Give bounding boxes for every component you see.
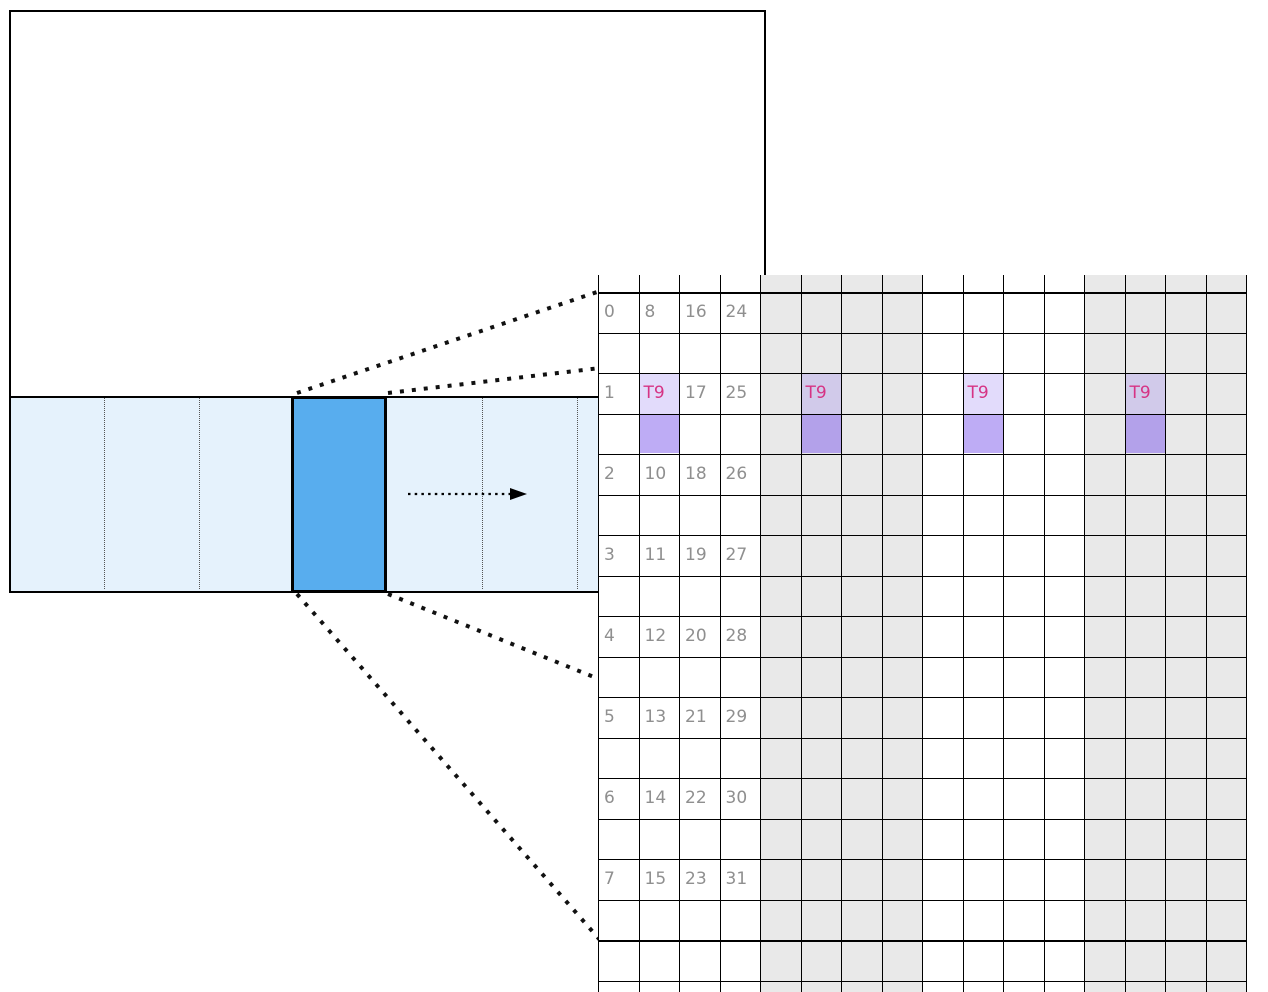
thread-number: 16 [685,302,707,322]
thread-number: 19 [685,545,707,565]
thread-number: 29 [725,707,748,727]
grid-line-vertical [841,275,842,992]
grid-line-horizontal [598,373,1246,374]
grid-line-vertical [962,275,964,992]
grid-line-vertical [1124,275,1126,992]
thread-number: 0 [604,302,615,322]
strip-divider [482,398,483,589]
thread-number: 24 [725,302,748,322]
thread-number: 8 [644,302,656,322]
grid-line-horizontal [598,575,1246,577]
thread-number: 12 [644,626,667,646]
grid-line-vertical [1043,275,1045,992]
thread-number: 11 [644,545,667,565]
thread-number: 26 [725,464,748,484]
thread-number: 22 [685,788,707,808]
thread-number: 6 [604,788,615,808]
thread-number: 7 [604,869,615,889]
grid-line-vertical [1003,275,1004,992]
thread-number: 25 [725,383,748,403]
grid-line-vertical [922,275,923,992]
grid-line-vertical [1205,275,1207,992]
thread-number: 10 [644,464,667,484]
thread-highlight-label: T9 [805,383,827,403]
thread-number: 28 [725,626,748,646]
grid-line-vertical [1246,275,1247,992]
grid-line-vertical [719,275,721,992]
grid-line-horizontal [598,292,1246,294]
grid-line-horizontal [598,616,1246,617]
active-tile [291,396,387,593]
grid-line-vertical [1165,275,1166,992]
thread-highlight-label: T9 [1129,383,1151,403]
grid-line-vertical [800,275,802,992]
grid-line-horizontal [598,899,1246,901]
grid-line-horizontal [598,737,1246,739]
thread-number: 15 [644,869,667,889]
grid-line-horizontal [598,697,1246,698]
thread-number: 31 [725,869,748,889]
thread-highlight-label: T9 [967,383,989,403]
zoom-connector-line [295,592,602,942]
grid-line-horizontal [598,535,1246,536]
grid-line-vertical [1084,275,1085,992]
thread-number: 2 [604,464,615,484]
thread-number: 5 [604,707,615,727]
grid-line-horizontal [598,818,1246,820]
thread-number: 23 [685,869,707,889]
thread-number: 4 [604,626,615,646]
thread-highlight-cell [963,413,1003,453]
grid-line-horizontal [598,413,1246,415]
grid-line-horizontal [598,940,1246,942]
thread-number: 20 [685,626,707,646]
grid-line-horizontal [598,656,1246,658]
strip-divider [577,398,578,589]
grid-line-vertical [638,275,640,992]
strip-divider [199,398,200,589]
thread-highlight-cell [639,413,679,453]
thread-number: 17 [685,383,707,403]
thread-number: 21 [685,707,707,727]
grid-line-horizontal [598,778,1246,779]
grid-line-horizontal [598,454,1246,455]
grid-line-horizontal [598,980,1246,982]
thread-number: 1 [604,383,615,403]
thread-number: 13 [644,707,667,727]
grid-line-horizontal [598,859,1246,860]
grid-line-horizontal [598,494,1246,496]
grid-line-vertical [598,275,599,992]
thread-highlight-cell [801,413,841,453]
thread-highlight-label: T9 [643,383,665,403]
thread-number: 30 [725,788,748,808]
grid-line-vertical [679,275,680,992]
thread-number: 14 [644,788,667,808]
thread-number: 27 [725,545,748,565]
thread-highlight-cell [1125,413,1165,453]
grid-line-vertical [760,275,761,992]
grid-line-vertical [881,275,883,992]
thread-number: 18 [685,464,707,484]
thread-number: 3 [604,545,615,565]
strip-divider [104,398,105,589]
grid-line-horizontal [598,332,1246,334]
